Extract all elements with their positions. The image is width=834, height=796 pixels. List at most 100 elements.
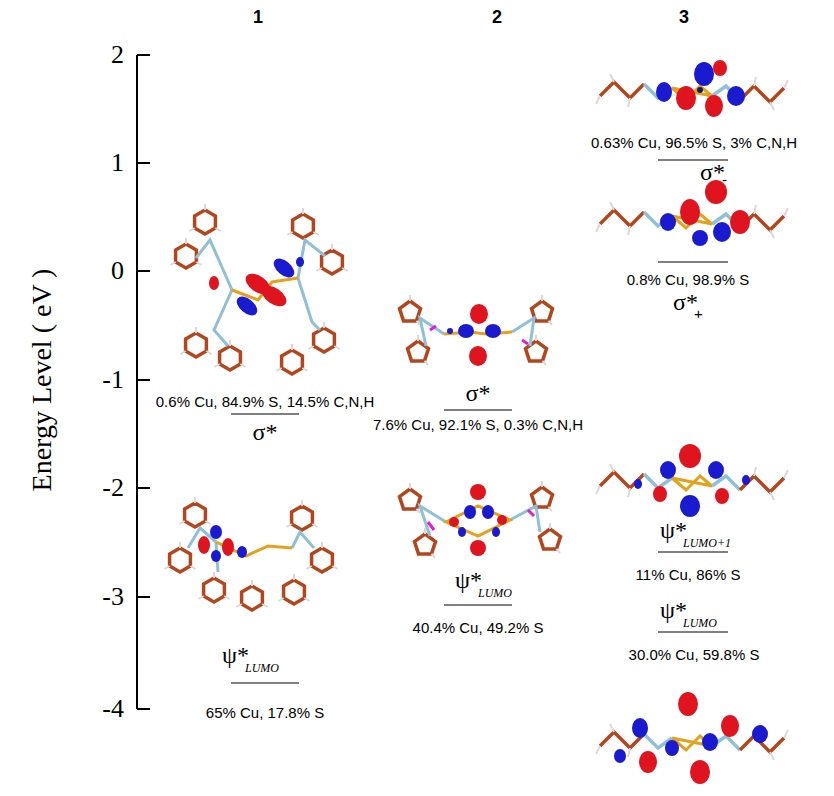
orbital-picture: [296, 257, 304, 267]
energy-axis: [137, 55, 150, 709]
axis-tick-label: -2: [102, 474, 124, 503]
composition-label: 30.0% Cu, 59.8% S: [629, 647, 760, 664]
orbital-picture: [164, 497, 337, 610]
axis-title: Energy Level ( eV ): [27, 269, 58, 492]
orbital-picture: [287, 208, 318, 238]
composition-label: 65% Cu, 17.8% S: [206, 705, 324, 722]
orbital-picture: [209, 276, 219, 290]
orbital-picture: [721, 715, 739, 737]
axis-tick-label: 1: [111, 149, 124, 178]
orbital-symbol: σ*: [700, 159, 725, 185]
orbital-picture: [596, 60, 788, 117]
energy-level-line: [444, 410, 512, 411]
orbital-picture: [492, 527, 500, 537]
orbital-picture: [444, 332, 512, 334]
energy-level-line: [658, 262, 728, 263]
orbital-symbol: σ*: [253, 419, 278, 445]
orbital-picture: [400, 295, 421, 325]
orbital-picture: [464, 505, 476, 519]
orbital-picture: [292, 532, 314, 548]
axis-tick-label: 2: [111, 41, 124, 70]
orbital-picture: [286, 500, 317, 530]
orbital-picture: [198, 572, 229, 602]
orbital-picture: [400, 483, 421, 513]
orbital-subscript: LUMO+1: [683, 537, 731, 550]
orbital-picture: [258, 281, 290, 310]
orbital-picture: [510, 506, 540, 532]
orbital-symbol: ψ*: [455, 567, 482, 593]
orbital-picture: [485, 324, 501, 338]
orbital-picture: [632, 718, 648, 738]
orbital-picture: [276, 344, 307, 374]
orbital-picture: [400, 295, 553, 366]
orbital-picture: [697, 87, 703, 93]
orbital-picture: [430, 326, 436, 330]
energy-axis: [137, 54, 150, 56]
orbital-subscript: -: [722, 172, 727, 189]
column-number: 2: [492, 8, 502, 28]
orbital-picture: [694, 62, 714, 86]
orbital-picture: [447, 328, 453, 334]
orbital-picture: [708, 461, 724, 479]
energy-level-line: [231, 414, 299, 415]
orbital-picture: [420, 318, 444, 346]
orbital-picture: [470, 540, 486, 556]
orbital-picture: [446, 506, 510, 536]
orbital-subscript: LUMO: [683, 617, 717, 630]
axis-tick-label: -3: [102, 583, 124, 612]
orbital-picture: [420, 506, 446, 536]
orbital-picture: [270, 255, 297, 281]
orbital-picture: [400, 481, 561, 558]
orbital-picture: [512, 318, 534, 346]
orbital-picture: [170, 238, 201, 268]
energy-level-line: [231, 160, 728, 683]
orbital-picture: [298, 278, 320, 330]
energy-axis: [137, 162, 150, 164]
axis-tick-label: 0: [111, 257, 124, 286]
orbital-picture: [596, 692, 788, 784]
composition-label: 40.4% Cu, 49.2% S: [413, 620, 544, 637]
orbital-picture: [189, 204, 220, 234]
composition-label: 0.63% Cu, 96.5% S, 3% C,N,H: [591, 135, 797, 152]
energy-axis: [137, 270, 150, 272]
orbital-picture: [210, 525, 222, 539]
orbital-picture: [214, 290, 232, 346]
orbital-picture: [237, 546, 247, 558]
orbital-picture: [730, 210, 750, 234]
orbital-picture: [458, 324, 474, 338]
energy-axis: [137, 596, 150, 598]
orbital-picture: [469, 346, 487, 366]
orbital-symbol: σ*: [466, 380, 491, 406]
orbital-picture: [752, 725, 768, 743]
orbital-picture: [233, 293, 260, 319]
energy-axis: [137, 487, 150, 489]
orbital-picture: [705, 95, 723, 117]
orbital-picture: [634, 479, 642, 489]
orbital-picture: [676, 86, 696, 110]
orbital-picture: [742, 475, 750, 485]
orbital-picture: [660, 461, 676, 479]
orbital-picture: [522, 340, 528, 344]
orbital-picture: [713, 60, 727, 76]
axis-tick-label: -1: [102, 366, 124, 395]
orbital-picture: [211, 550, 221, 562]
orbital-picture: [715, 488, 729, 504]
orbital-picture: [596, 74, 788, 110]
orbital-picture: [222, 538, 234, 556]
orbital-picture: [690, 760, 710, 784]
orbital-picture: [596, 180, 788, 246]
orbital-picture: [653, 486, 667, 502]
energy-level-line: [658, 632, 728, 633]
orbital-picture: [680, 495, 700, 517]
orbital-picture: [680, 199, 700, 225]
column-number: 3: [679, 8, 689, 28]
orbital-picture: [596, 464, 788, 500]
orbital-picture: [428, 522, 434, 530]
orbital-picture: [214, 340, 245, 370]
orbital-symbol: ψ*: [660, 517, 687, 543]
orbital-picture: [316, 244, 347, 274]
orbital-picture: [526, 335, 547, 365]
orbital-picture: [180, 327, 211, 357]
orbital-symbol: ψ*: [222, 642, 249, 668]
